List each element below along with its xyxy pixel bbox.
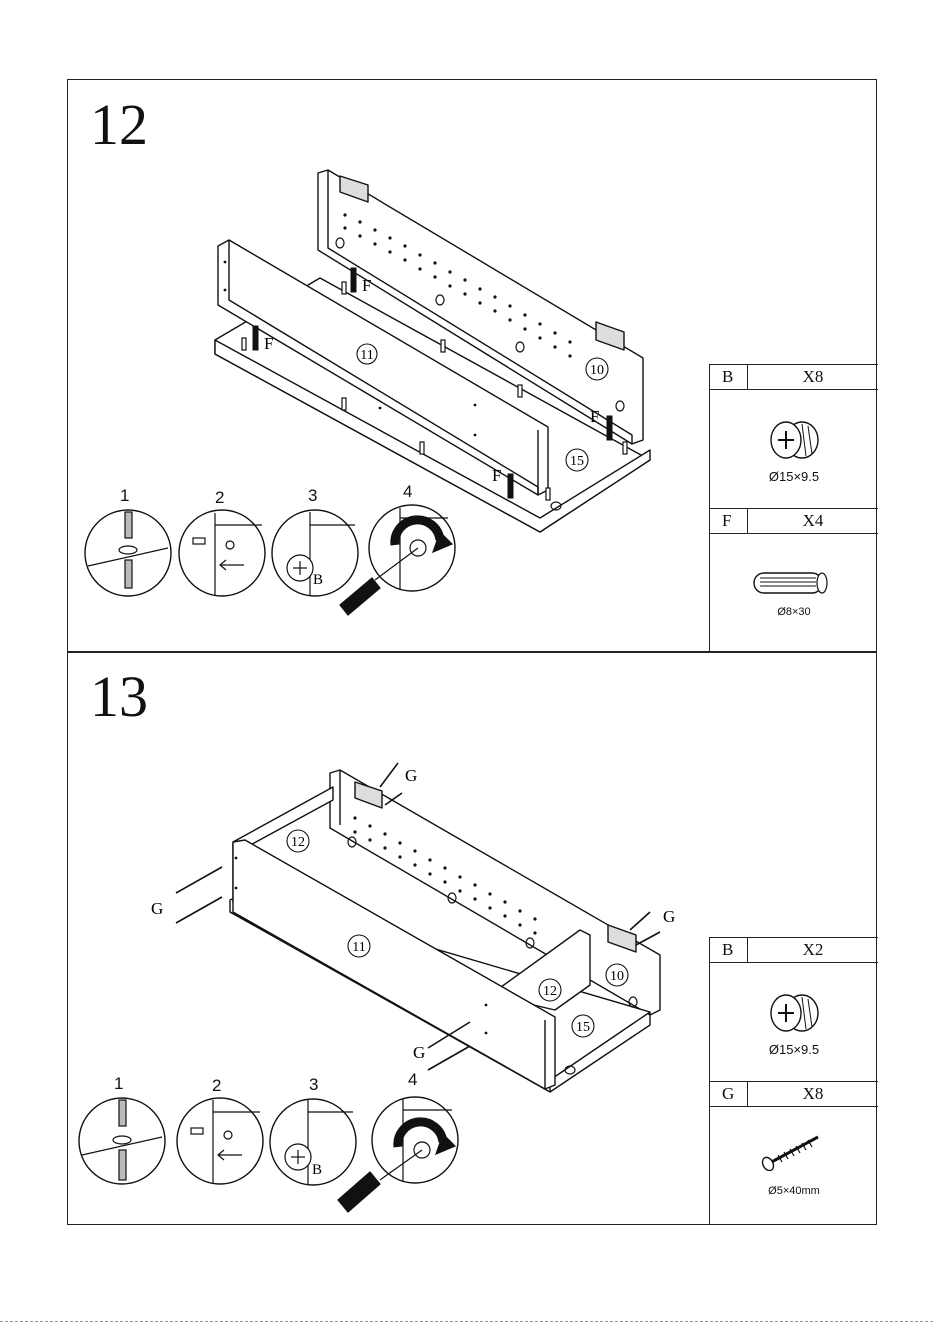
step13-assembly-diagram: 12 11 12 10 15 G G G G [150, 758, 690, 1100]
cam-label: B [313, 572, 323, 588]
part-quantity: X4 [748, 509, 878, 533]
part-quantity: X8 [748, 1082, 878, 1106]
screw-label: G [663, 907, 675, 926]
parts-list: B X8 Ø15×9.5 F X4 Ø8×30 [709, 364, 877, 652]
parts-list: B X2 Ø15×9.5 G X8 Ø5×40mm [709, 937, 877, 1225]
part-label-15: 15 [576, 1020, 590, 1035]
part-header: B X2 [710, 937, 878, 963]
screw-label: G [413, 1043, 425, 1062]
part-quantity: X2 [748, 938, 878, 962]
part-header: F X4 [710, 508, 878, 534]
step-number: 12 [90, 96, 148, 154]
part-letter: G [710, 1082, 748, 1106]
step12-assembly-diagram: 11 10 15 F F F F [205, 168, 665, 540]
part-label-11: 11 [352, 940, 365, 955]
part-size: Ø15×9.5 [710, 1042, 878, 1057]
dowel-label: F [264, 334, 273, 353]
step13-substep-illustrations: B [76, 1090, 466, 1215]
substep-number: 4 [403, 482, 412, 502]
part-size: Ø5×40mm [710, 1185, 878, 1197]
part-quantity: X8 [748, 365, 878, 389]
part-label-11: 11 [360, 348, 373, 363]
step-number: 13 [90, 668, 148, 726]
cam-label: B [312, 1162, 322, 1178]
wooden-dowel-icon [750, 570, 830, 596]
part-header: G X8 [710, 1081, 878, 1107]
part-letter: F [710, 509, 748, 533]
part-label-12: 12 [543, 984, 557, 999]
screw-label: G [151, 899, 163, 918]
part-image: Ø5×40mm [710, 1107, 878, 1225]
part-letter: B [710, 365, 748, 389]
step12-substep-illustrations: B [80, 500, 460, 625]
part-label-12: 12 [291, 835, 305, 850]
part-image: Ø15×9.5 [710, 390, 878, 508]
part-label-10: 10 [610, 969, 624, 984]
page-edge [0, 1321, 933, 1322]
substep-number: 4 [408, 1070, 417, 1090]
part-label-10: 10 [590, 363, 604, 378]
part-header: B X8 [710, 364, 878, 390]
dowel-label: F [492, 466, 501, 485]
cam-lock-icon [768, 991, 820, 1035]
screw-label: G [405, 766, 417, 785]
dowel-label: F [590, 407, 599, 426]
part-size: Ø8×30 [710, 606, 878, 618]
part-image: Ø8×30 [710, 534, 878, 652]
screw-icon [760, 1131, 824, 1171]
cam-lock-icon [768, 418, 820, 462]
dowel-label: F [362, 276, 371, 295]
part-image: Ø15×9.5 [710, 963, 878, 1081]
part-letter: B [710, 938, 748, 962]
part-label-15: 15 [570, 454, 584, 469]
part-size: Ø15×9.5 [710, 469, 878, 484]
